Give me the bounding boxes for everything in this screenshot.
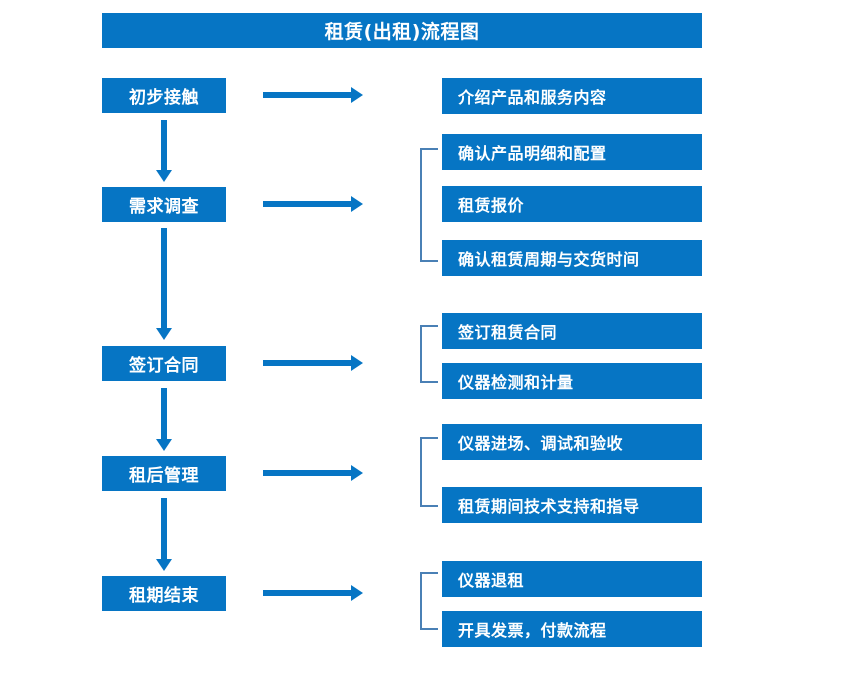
group-bracket-rental-end xyxy=(420,572,438,630)
detail-box-confirm-rental-period[interactable]: 确认租赁周期与交货时间 xyxy=(442,240,702,276)
vertical-arrow-2 xyxy=(156,228,172,340)
group-bracket-post-rental xyxy=(420,437,438,507)
detail-box-instrument-return[interactable]: 仪器退租 xyxy=(442,561,702,597)
detail-box-intro-products[interactable]: 介绍产品和服务内容 xyxy=(442,78,702,114)
vertical-arrow-4 xyxy=(156,498,172,571)
diagram-title: 租赁(出租)流程图 xyxy=(102,13,702,48)
group-bracket-sign-contract xyxy=(420,325,438,383)
detail-box-invoice-payment[interactable]: 开具发票，付款流程 xyxy=(442,611,702,647)
detail-box-instrument-inspection[interactable]: 仪器检测和计量 xyxy=(442,363,702,399)
horizontal-arrow-1 xyxy=(263,87,363,103)
group-bracket-demand-survey xyxy=(420,148,438,262)
stage-box-initial-contact[interactable]: 初步接触 xyxy=(102,78,226,113)
detail-box-instrument-entry-commissioning[interactable]: 仪器进场、调试和验收 xyxy=(442,424,702,460)
vertical-arrow-3 xyxy=(156,388,172,451)
detail-box-technical-support[interactable]: 租赁期间技术支持和指导 xyxy=(442,487,702,523)
detail-box-rental-quotation[interactable]: 租赁报价 xyxy=(442,186,702,222)
horizontal-arrow-5 xyxy=(263,585,363,601)
detail-box-confirm-product-spec[interactable]: 确认产品明细和配置 xyxy=(442,134,702,170)
horizontal-arrow-2 xyxy=(263,196,363,212)
horizontal-arrow-4 xyxy=(263,465,363,481)
stage-box-demand-survey[interactable]: 需求调查 xyxy=(102,187,226,222)
detail-box-sign-rental-contract[interactable]: 签订租赁合同 xyxy=(442,313,702,349)
stage-box-post-rental-management[interactable]: 租后管理 xyxy=(102,456,226,491)
stage-box-rental-end[interactable]: 租期结束 xyxy=(102,576,226,611)
stage-box-sign-contract[interactable]: 签订合同 xyxy=(102,346,226,381)
horizontal-arrow-3 xyxy=(263,355,363,371)
vertical-arrow-1 xyxy=(156,120,172,182)
